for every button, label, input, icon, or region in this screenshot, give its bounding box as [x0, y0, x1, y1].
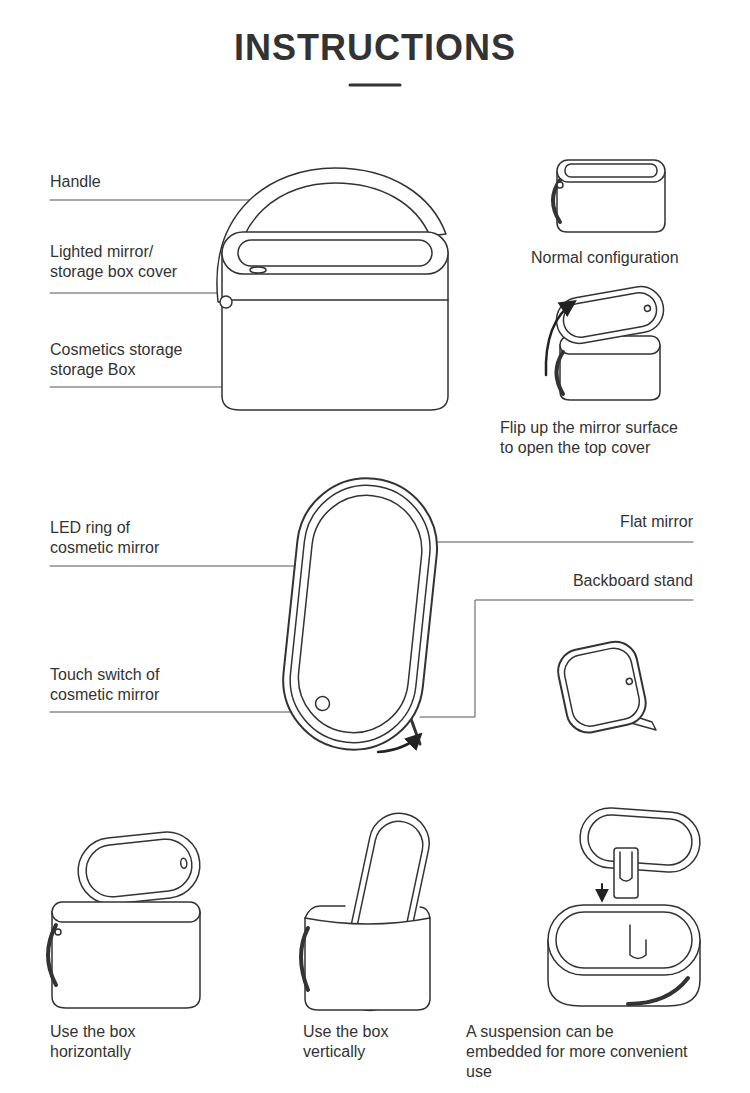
- title: INSTRUCTIONS: [0, 26, 750, 70]
- box-flip-open-part: [553, 283, 667, 347]
- box-horizontal-use: [48, 829, 203, 1008]
- box-flip-open-part: [561, 290, 659, 340]
- flat-mirror-part: [276, 471, 444, 756]
- storage-box-main-part: [222, 232, 448, 274]
- caption-label: Use the box horizontally: [50, 1022, 170, 1062]
- box-flip-open-part: [557, 352, 564, 394]
- box-vertical-use: [301, 808, 435, 1016]
- box-with-suspension-part: [614, 848, 638, 898]
- part-label: Lighted mirror/ storage box cover: [50, 242, 190, 282]
- leader-lines-part: [50, 566, 316, 567]
- part-label: Backboard stand: [493, 571, 693, 591]
- storage-box-main-part: [222, 252, 448, 410]
- storage-box-main-part: [250, 267, 266, 273]
- box-with-suspension-part: [620, 852, 632, 881]
- box-flip-open-part: [644, 305, 651, 312]
- box-closed-part: [557, 160, 665, 182]
- box-horizontal-use-part: [52, 902, 200, 922]
- box-with-suspension: [548, 806, 702, 1006]
- flat-mirror: [276, 471, 444, 756]
- box-horizontal-use-part: [48, 925, 56, 985]
- box-with-suspension-part: [630, 925, 646, 959]
- box-horizontal-use-part: [180, 858, 187, 869]
- part-label: Flat mirror: [493, 512, 693, 532]
- leader-lines-part: [50, 200, 268, 201]
- box-horizontal-use-part: [75, 829, 203, 907]
- box-with-suspension-part: [556, 912, 692, 968]
- box-with-suspension-part: [578, 806, 702, 874]
- mirror-on-stand-part: [561, 645, 642, 730]
- box-closed-part: [557, 182, 563, 188]
- storage-box-main-part: [220, 296, 232, 308]
- box-closed-part: [565, 164, 657, 177]
- mirror-on-stand-part: [554, 638, 650, 737]
- storage-box-main: [217, 168, 448, 410]
- box-horizontal-use-part: [52, 912, 200, 1008]
- box-vertical-use-part: [305, 918, 430, 1010]
- box-flip-open: [546, 283, 667, 400]
- flat-mirror-part: [293, 490, 427, 738]
- caption-label: Use the box vertically: [303, 1022, 423, 1062]
- title-underline-part: [350, 84, 400, 87]
- flat-mirror-part: [315, 696, 330, 711]
- flat-mirror-part: [276, 471, 444, 756]
- part-label: Cosmetics storage storage Box: [50, 340, 200, 380]
- part-label: LED ring of cosmetic mirror: [50, 518, 180, 558]
- mirror-on-stand-part: [626, 678, 633, 685]
- box-with-suspension-part: [628, 978, 688, 1004]
- box-with-suspension-part: [578, 806, 702, 874]
- flat-mirror-part: [378, 735, 420, 752]
- box-vertical-use-part: [301, 928, 308, 990]
- box-flip-open-part: [546, 302, 574, 375]
- box-horizontal-use-part: [75, 829, 203, 907]
- leader-lines-part: [420, 600, 693, 717]
- box-horizontal-use-part: [84, 837, 195, 900]
- caption-label: A suspension can be embedded for more co…: [466, 1022, 688, 1082]
- flat-mirror-part: [284, 479, 436, 749]
- caption-label: Normal configuration: [531, 248, 731, 268]
- part-label: Touch switch of cosmetic mirror: [50, 665, 200, 705]
- mirror-on-stand: [554, 638, 656, 737]
- box-horizontal-use-part: [55, 929, 61, 935]
- box-with-suspension-part: [601, 884, 603, 900]
- box-vertical-use-part: [420, 907, 430, 918]
- leader-lines-part: [50, 712, 325, 713]
- part-label: Handle: [50, 172, 200, 192]
- mirror-on-stand-part: [554, 638, 650, 737]
- box-closed: [553, 160, 665, 232]
- box-with-suspension-part: [587, 813, 694, 866]
- box-vertical-use-part: [305, 906, 345, 918]
- box-with-suspension-part: [548, 905, 700, 975]
- title-underline: [350, 84, 400, 86]
- caption-label: Flip up the mirror surface to open the t…: [500, 418, 688, 458]
- storage-box-main-part: [222, 299, 448, 301]
- storage-box-main-part: [238, 240, 432, 266]
- box-flip-open-part: [553, 283, 667, 347]
